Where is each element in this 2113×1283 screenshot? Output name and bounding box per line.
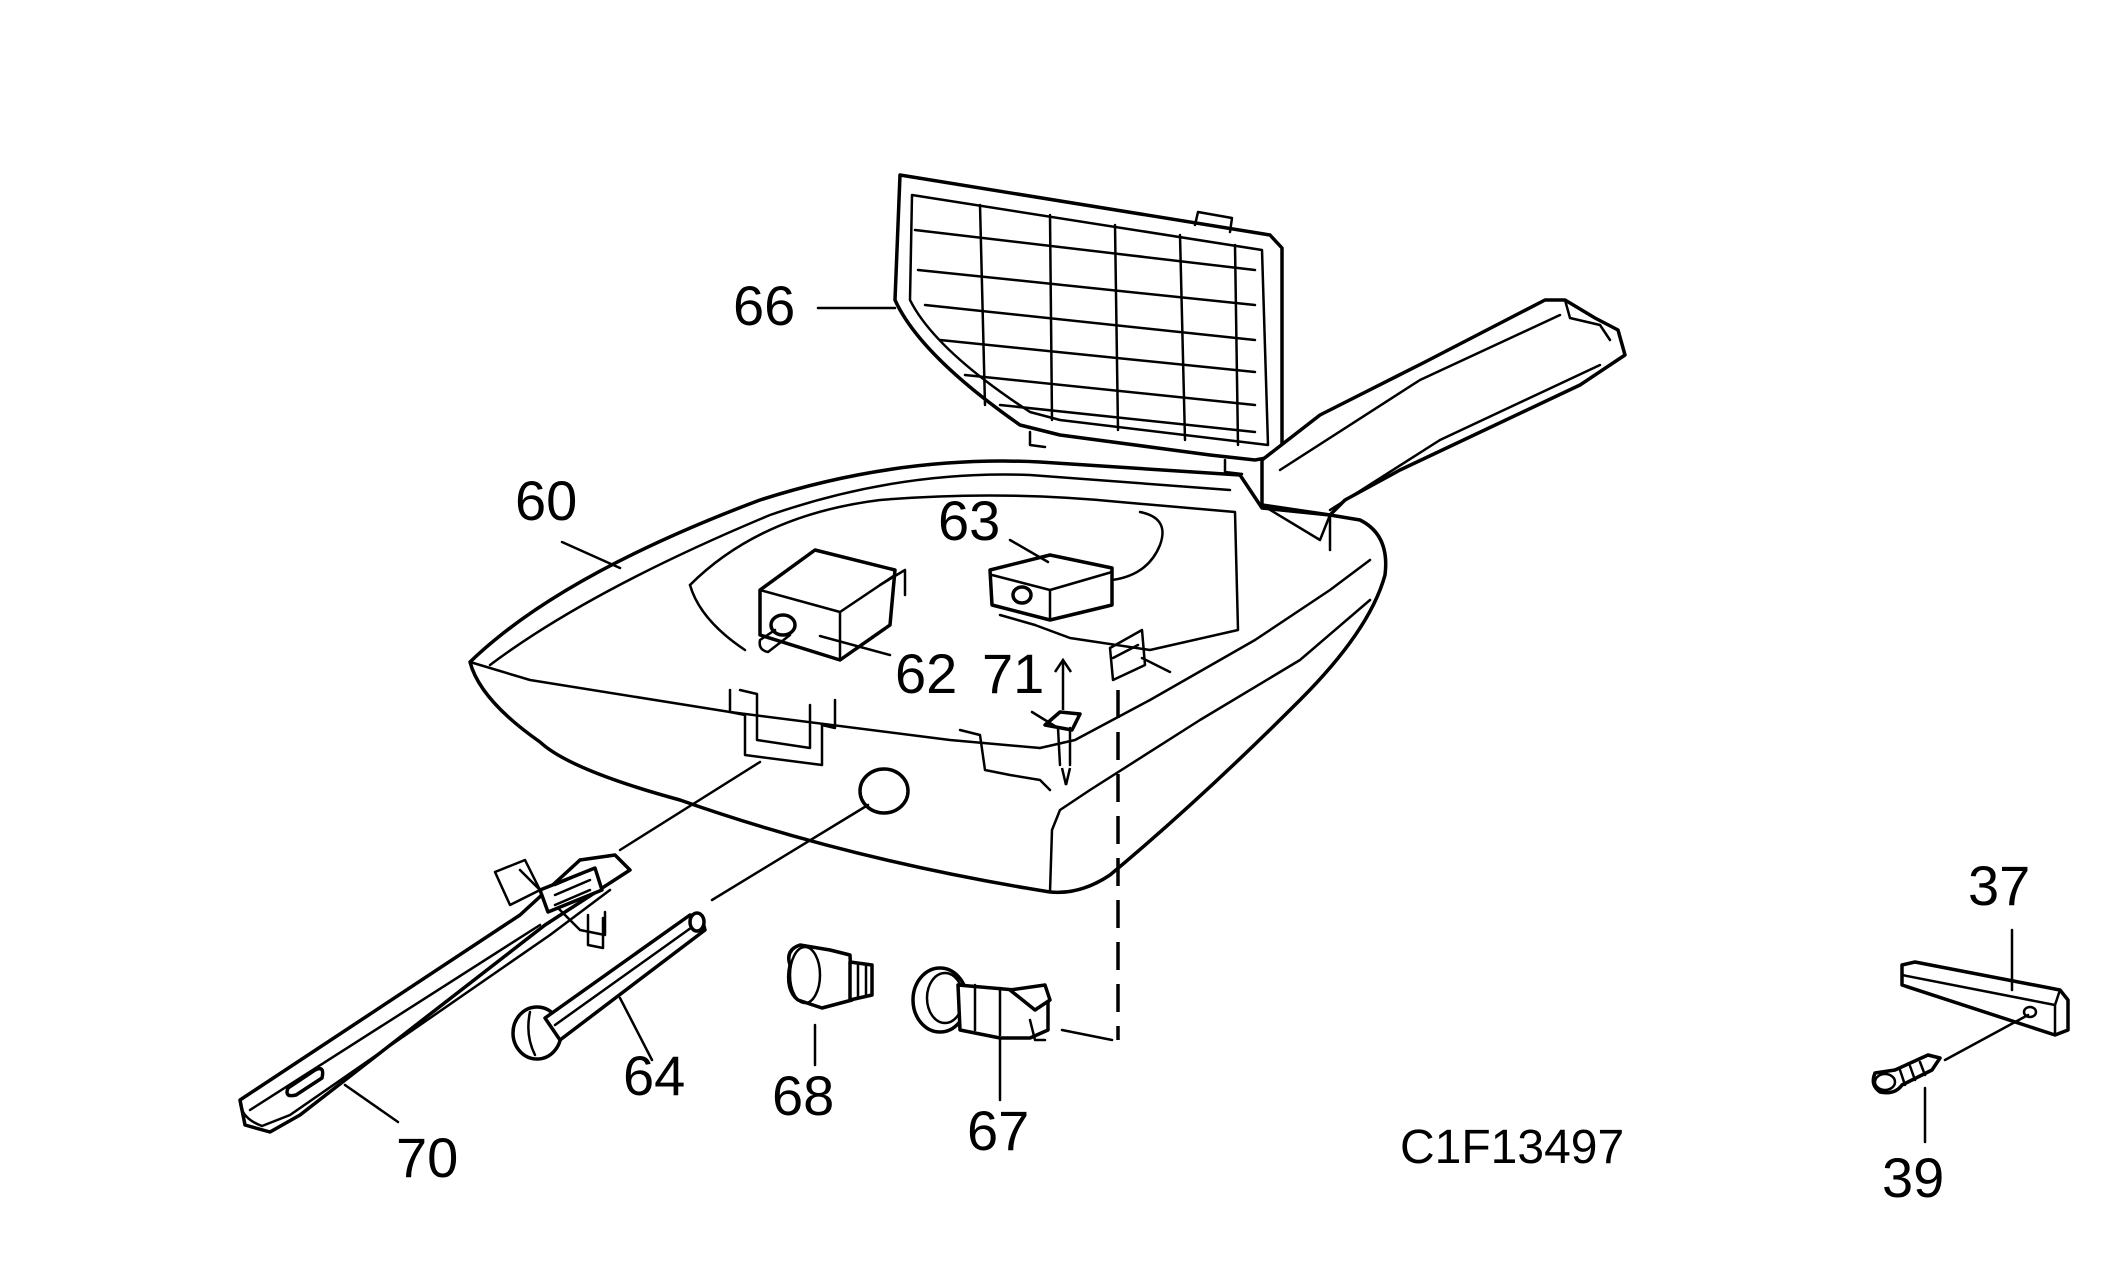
callout-60: 60: [515, 469, 577, 532]
drawing-code: C1F13497: [1400, 1121, 1624, 1174]
callout-64: 64: [623, 1044, 685, 1107]
callout-39: 39: [1882, 1146, 1944, 1209]
part-37-angle-bracket: [1900, 960, 2070, 1037]
callout-67: 67: [967, 1099, 1029, 1162]
callout-37: 37: [1968, 854, 2030, 917]
front-cutouts: [728, 688, 1052, 792]
part-70-bracket: [238, 853, 632, 1134]
grille-grid: [913, 203, 1257, 447]
callout-63: 63: [938, 489, 1000, 552]
part-60-console-housing: [468, 459, 1388, 895]
part-63-lamp-unit: [988, 510, 1164, 622]
part-39-screw: [1871, 1053, 1942, 1095]
part-62-switch: [758, 548, 907, 662]
part-68-bulb: [786, 943, 874, 1010]
callout-66: 66: [733, 274, 795, 337]
callout-labels: 66 60 63 62 71 64 70 68 67 37 39 C1F1349…: [396, 274, 2030, 1209]
callout-70: 70: [396, 1126, 458, 1189]
callout-62: 62: [895, 642, 957, 705]
inner-recess: [688, 494, 1240, 652]
assembly-guides: [618, 690, 2030, 1062]
rear-rail: [1260, 298, 1627, 552]
callout-71: 71: [982, 642, 1044, 705]
part-64-pin: [511, 911, 707, 1061]
callout-68: 68: [772, 1064, 834, 1127]
leader-lines: [343, 306, 2014, 1144]
part-66-grille-lid: [893, 173, 1284, 476]
part-67-bulb-holder: [911, 966, 1052, 1042]
